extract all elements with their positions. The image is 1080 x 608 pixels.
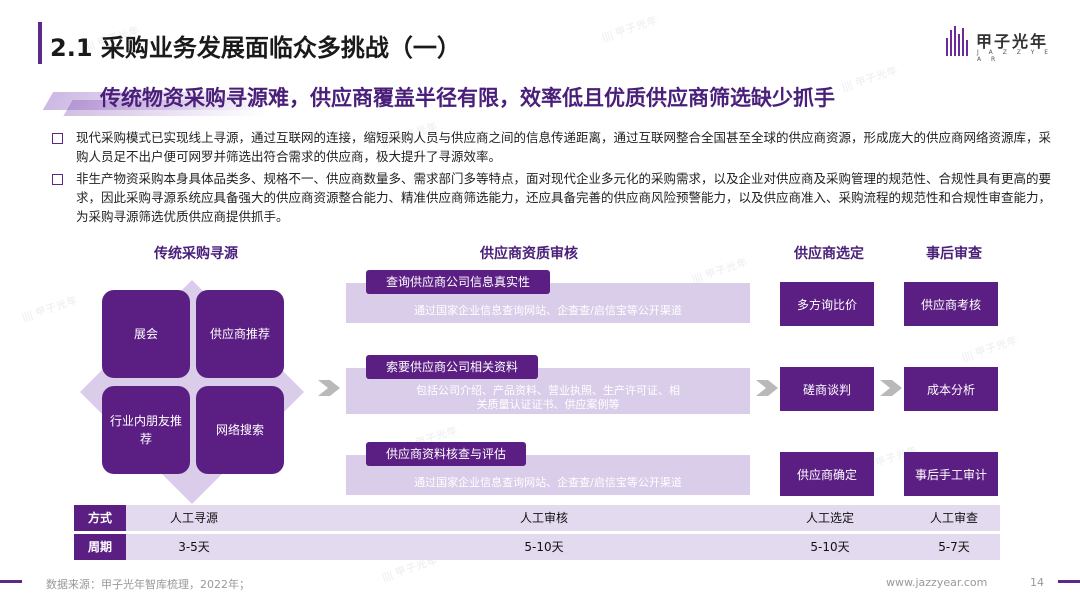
footer-accent-right [1058,580,1080,583]
panel-request-tag: 索要供应商公司相关资料 [366,355,539,379]
box-manual-audit: 事后手工审计 [904,452,998,496]
website-link[interactable]: www.jazzyear.com [886,576,988,589]
table-cell-method: 人工寻源 [169,511,218,525]
table-row-period [74,534,1000,560]
col-head-traditional: 传统采购寻源 [154,246,238,262]
panel-assess-tag: 供应商资料核查与评估 [366,442,527,466]
table-cell-period: 3-5天 [178,540,210,554]
title-accent-bar [38,22,42,64]
bullet-item: 非生产物资采购本身具体品类多、规格不一、供应商数量多、需求部门多等特点，面对现代… [52,169,1052,226]
quad-web-search: 网络搜索 [196,386,284,474]
arrow-right-icon [318,380,340,396]
arrow-right-icon [880,380,902,396]
bullet-item: 现代采购模式已实现线上寻源，通过互联网的连接，缩短采购人员与供应商之间的信息传递… [52,128,1052,166]
watermark: 甲子光年 [19,291,79,323]
watermark: 甲子光年 [599,11,659,43]
watermark: 甲子光年 [959,331,1019,363]
bullet-list: 现代采购模式已实现线上寻源，通过互联网的连接，缩短采购人员与供应商之间的信息传递… [52,128,1052,229]
box-cost-analysis: 成本分析 [904,367,998,411]
logo-subtext: J A Z Z Y E A R [977,49,1053,63]
subtitle: 传统物资采购寻源难，供应商覆盖半径有限，效率低且优质供应商筛选缺少抓手 [100,86,835,110]
footer-accent-left [0,580,22,583]
table-cell-period: 5-7天 [938,540,970,554]
box-supplier-confirm: 供应商确定 [780,452,874,496]
table-cell-method: 人工审查 [929,511,978,525]
table-label-period: 周期 [74,534,126,560]
table-label-method: 方式 [74,505,126,531]
watermark: 甲子光年 [689,253,749,285]
quad-peer-recommend: 行业内朋友推荐 [102,386,190,474]
page-number: 14 [1030,576,1044,589]
col-head-selection: 供应商选定 [794,246,864,262]
table-cell-method: 人工选定 [805,511,854,525]
watermark: 甲子光年 [839,61,899,93]
panel-verify-text: 通过国家企业信息查询网站、企查查/启信宝等公开渠道 [414,304,682,317]
logo-name: 甲子光年 [976,32,1049,51]
box-price-comparison: 多方询比价 [780,282,874,326]
page-title: 2.1 采购业务发展面临众多挑战（一） [50,34,461,62]
brand-logo: 甲子光年 J A Z Z Y E A R [946,24,1056,64]
panel-assess-text: 通过国家企业信息查询网站、企查查/启信宝等公开渠道 [414,476,682,489]
logo-bars-icon [946,26,972,56]
data-source: 数据来源：甲子光年智库梳理，2022年； [46,578,250,591]
box-supplier-evaluation: 供应商考核 [904,282,998,326]
quad-supplier-recommend: 供应商推荐 [196,290,284,378]
quad-exhibition: 展会 [102,290,190,378]
sourcing-diamond: 展会 供应商推荐 行业内朋友推荐 网络搜索 [78,278,306,506]
table-row-method [74,505,1000,531]
col-head-post-review: 事后审查 [926,246,982,262]
table-cell-period: 5-10天 [810,540,850,554]
table-cell-method: 人工审核 [519,511,568,525]
arrow-right-icon [756,380,778,396]
table-cell-period: 5-10天 [524,540,564,554]
col-head-qualification: 供应商资质审核 [480,246,578,262]
panel-request-text: 包括公司介绍、产品资料、营业执照、生产许可证、相关质量认证证书、供应案例等 [416,384,680,411]
panel-verify-tag: 查询供应商公司信息真实性 [366,270,551,294]
box-negotiation: 磋商谈判 [780,367,874,411]
